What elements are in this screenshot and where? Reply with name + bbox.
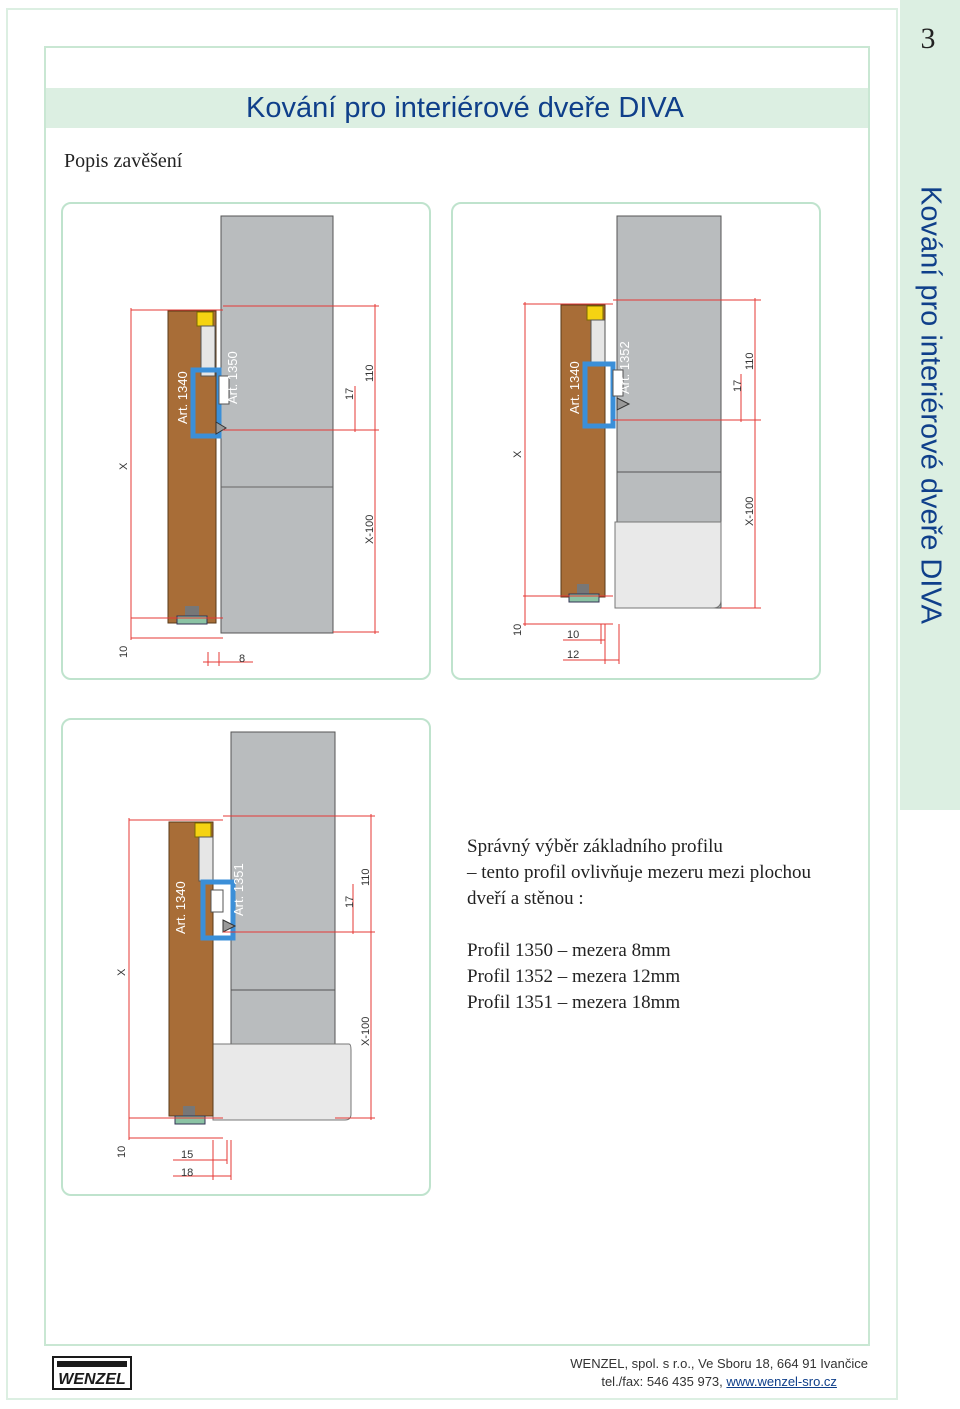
page-inner-frame (44, 46, 870, 1346)
dim-x-label: X (116, 968, 128, 976)
dim-10h-label: 10 (567, 629, 579, 641)
section-label: Popis zavěšení (64, 150, 183, 172)
dim-110-label: 110 (360, 868, 372, 886)
profile-1350-line: Profil 1350 – mezera 8mm (467, 940, 671, 961)
dim-110-label: 110 (744, 352, 756, 370)
dim-gap-label: 12 (567, 649, 579, 661)
info-line-2: – tento profil ovlivňuje mezeru mezi plo… (467, 862, 812, 883)
dim-10-label: 10 (116, 1146, 128, 1158)
profile-1352-line: Profil 1352 – mezera 12mm (467, 966, 681, 987)
title-band (46, 88, 868, 128)
art-profile-label: Art. 1352 (617, 341, 632, 394)
dim-x100-label: X-100 (744, 497, 756, 526)
art-door-label: Art. 1340 (175, 371, 190, 424)
diagram-panel-1350: Art. 1340 Art. 1350 X 17 110 X-100 10 8 (61, 202, 431, 680)
dim-x-label: X (118, 462, 130, 470)
dim-17-label: 17 (732, 380, 744, 392)
dim-17-label: 17 (344, 388, 356, 400)
page-title: Kování pro interiérové dveře DIVA (246, 92, 684, 124)
art-door-label: Art. 1340 (173, 881, 188, 934)
website-link[interactable]: www.wenzel-sro.cz (726, 1374, 837, 1389)
footer-phone: tel./fax: 546 435 973, (601, 1374, 723, 1389)
art-profile-label: Art. 1351 (231, 863, 246, 916)
dim-x100-label: X-100 (360, 1017, 372, 1046)
wall-panel (616, 215, 722, 473)
side-tab (900, 0, 960, 810)
page-number: 3 (920, 22, 936, 55)
profile-rail (200, 879, 236, 941)
dim-110-label: 110 (364, 364, 376, 382)
dim-gap-label: 18 (181, 1167, 193, 1179)
dim-10v-label: 10 (512, 624, 524, 636)
footer: WENZEL, spol. s r.o., Ve Sboru 18, 664 9… (570, 1355, 868, 1391)
side-title: Kování pro interiérové dveře DIVA (914, 186, 947, 624)
wall-panel (220, 215, 334, 634)
dim-10-label: 10 (118, 646, 130, 658)
info-line-1: Správný výběr základního profilu (467, 836, 723, 857)
diagram-panel-1351: Art. 1340 Art. 1351 X 17 110 X-100 10 15… (61, 718, 431, 1196)
dim-15-label: 15 (181, 1149, 193, 1161)
svg-text:WENZEL: WENZEL (58, 1371, 126, 1388)
footer-contact: tel./fax: 546 435 973, www.wenzel-sro.cz (570, 1373, 868, 1391)
dim-gap-label: 8 (239, 653, 245, 665)
art-profile-label: Art. 1350 (225, 351, 240, 404)
dim-x-label: X (512, 450, 524, 458)
profile-1351-line: Profil 1351 – mezera 18mm (467, 992, 681, 1013)
diagram-panel-1352: Art. 1340 Art. 1352 X 17 110 X-100 10 10… (451, 202, 821, 680)
footer-address: WENZEL, spol. s r.o., Ve Sboru 18, 664 9… (570, 1356, 868, 1371)
profile-info: Správný výběr základního profilu – tento… (467, 834, 811, 1016)
dim-17-label: 17 (344, 896, 356, 908)
wenzel-logo: WENZEL (52, 1356, 132, 1390)
page-outer-frame (6, 8, 898, 1400)
art-door-label: Art. 1340 (567, 361, 582, 414)
dim-x100-label: X-100 (364, 515, 376, 544)
info-line-3: dveří a stěnou : (467, 888, 584, 909)
wall-panel (230, 731, 336, 991)
